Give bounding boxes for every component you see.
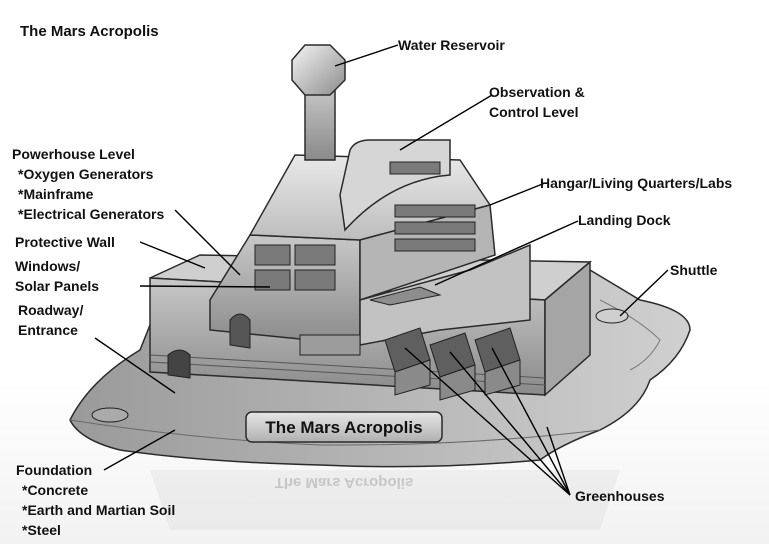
label-landing-dock: Landing Dock: [578, 212, 671, 228]
diagram-title: The Mars Acropolis: [20, 23, 159, 40]
label-powerhouse: Powerhouse Level *Oxygen Generators *Mai…: [12, 146, 165, 222]
label-shuttle: Shuttle: [670, 262, 718, 278]
plaque-reflection-text: The Mars Acropolis: [275, 474, 414, 491]
label-windows: Windows/ Solar Panels: [15, 258, 100, 294]
label-protective-wall: Protective Wall: [15, 234, 115, 250]
label-hangar: Hangar/Living Quarters/Labs: [540, 175, 733, 191]
shuttle: [595, 308, 629, 324]
reflection: [150, 470, 620, 530]
water-reservoir-tower: [291, 44, 346, 161]
powerhouse-building: [209, 139, 496, 349]
leader-lines: [94, 44, 669, 496]
hangar-area: [299, 243, 531, 356]
label-water-reservoir: Water Reservoir: [398, 37, 505, 53]
rover: [91, 407, 129, 423]
label-foundation: Foundation *Concrete *Earth and Martian …: [16, 462, 176, 538]
plaque: The Mars Acropolis The Mars Acropolis: [245, 411, 443, 491]
label-observation: Observation & Control Level: [489, 84, 585, 120]
label-greenhouses: Greenhouses: [575, 488, 665, 504]
plaque-text: The Mars Acropolis: [265, 418, 422, 437]
label-roadway: Roadway/ Entrance: [18, 302, 84, 338]
